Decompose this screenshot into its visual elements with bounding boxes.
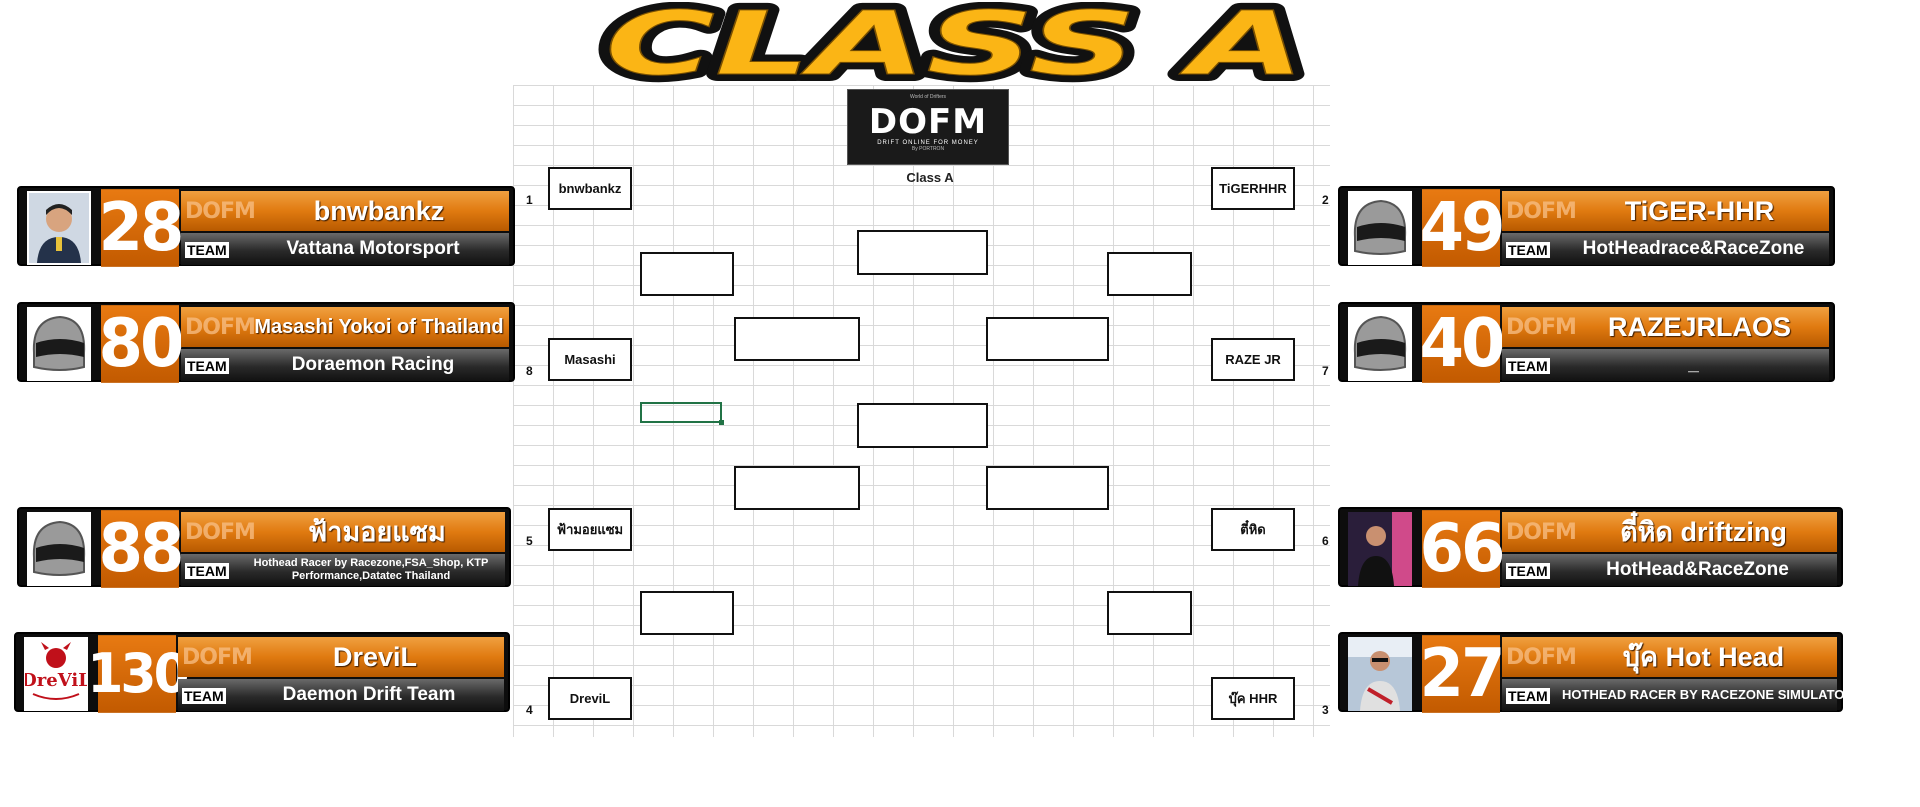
logo-tagline: DRIFT ONLINE FOR MONEY	[877, 140, 979, 146]
seed-number: 7	[1322, 364, 1329, 378]
bracket-slot-left-2[interactable]: Masashi	[548, 338, 632, 381]
seed-number: 5	[526, 534, 533, 548]
brand-label: DOFM	[1506, 315, 1577, 340]
team-label: TEAM	[185, 563, 229, 579]
driver-number: 40	[1419, 305, 1506, 383]
team-name: Vattana Motorsport	[286, 238, 460, 259]
team-name: HotHeadrace&RaceZone	[1582, 238, 1805, 259]
bracket-empty-slot[interactable]	[1107, 591, 1192, 635]
bracket-empty-slot[interactable]	[986, 317, 1109, 361]
brand-label: DOFM	[182, 645, 253, 670]
driver-card: DreViL 130 DOFM DreviL TEAM Daemon Drift T…	[14, 632, 510, 713]
driver-name: bnwbankz	[313, 196, 445, 226]
bracket-slot-right-1[interactable]: TiGERHHR	[1211, 167, 1295, 210]
team-name: Hothead Racer by Racezone,FSA_Shop, KTP …	[253, 557, 489, 582]
driver-name: บุ๊ค Hot Head	[1622, 642, 1785, 672]
selected-cell[interactable]	[640, 402, 724, 425]
photo-person-icon	[1348, 637, 1412, 711]
seed-number: 4	[526, 703, 533, 717]
class-title: CLASS A CLASS A	[590, 0, 1320, 102]
brand-label: DOFM	[1506, 520, 1577, 545]
team-label: TEAM	[182, 688, 226, 704]
bracket-slot-right-2[interactable]: RAZE JR	[1211, 338, 1295, 381]
bracket-slot-left-1[interactable]: bnwbankz	[548, 167, 632, 210]
class-caption: Class A	[906, 170, 954, 185]
team-name: _	[1688, 354, 1699, 375]
helmet-icon	[27, 512, 91, 586]
svg-text:CLASS A: CLASS A	[605, 2, 1305, 88]
seed-number: 3	[1322, 703, 1329, 717]
photo-person-icon	[1348, 512, 1412, 586]
driver-name: TiGER-HHR	[1624, 196, 1775, 226]
team-label: TEAM	[1506, 358, 1550, 374]
logo-by: By PORTRON	[911, 146, 945, 152]
brand-label: DOFM	[185, 315, 256, 340]
bracket-empty-slot[interactable]	[857, 230, 988, 275]
photo-person-icon	[27, 191, 91, 265]
driver-name: DreviL	[332, 642, 418, 672]
bracket-empty-slot[interactable]	[734, 317, 860, 361]
bracket-slot-right-3[interactable]: ตี๋หิด	[1211, 508, 1295, 551]
driver-card: 28 DOFM bnwbankz TEAM Vattana Motorsport	[17, 186, 515, 267]
brand-label: DOFM	[1506, 199, 1577, 224]
bracket-empty-slot[interactable]	[1107, 252, 1192, 296]
bracket-empty-slot[interactable]	[640, 252, 734, 296]
logo-wordmark: DOFM	[868, 102, 988, 142]
helmet-icon	[1348, 191, 1412, 265]
driver-card: 40 DOFM RAZEJRLAOS TEAM _	[1338, 302, 1835, 383]
bracket-slot-left-3[interactable]: ฟ้ามอยแซม	[548, 508, 632, 551]
driver-name: Masashi Yokoi of Thailand	[254, 316, 504, 338]
team-name: HotHead&RaceZone	[1606, 559, 1789, 580]
svg-text:CLASS A: CLASS A	[605, 2, 1305, 88]
seed-number: 1	[526, 193, 533, 207]
helmet-icon	[27, 307, 91, 381]
driver-number: 49	[1419, 189, 1506, 267]
driver-card: 27 DOFM บุ๊ค Hot Head TEAM HOTHEAD RACER B…	[1338, 632, 1854, 713]
seed-number: 8	[526, 364, 533, 378]
brand-label: DOFM	[185, 199, 256, 224]
team-label: TEAM	[1506, 688, 1550, 704]
team-name: Doraemon Racing	[291, 354, 455, 375]
bracket-empty-slot[interactable]	[857, 403, 988, 448]
dofm-logo: World of Drifters DOFM DRIFT ONLINE FOR …	[847, 89, 1009, 165]
brand-label: DOFM	[185, 520, 256, 545]
bracket-empty-slot[interactable]	[986, 466, 1109, 510]
driver-number: 80	[98, 305, 185, 383]
bracket-slot-right-4[interactable]: บุ๊ค HHR	[1211, 677, 1295, 720]
driver-number: 130	[87, 635, 190, 713]
team-label: TEAM	[185, 358, 229, 374]
driver-number: 66	[1419, 510, 1506, 588]
bracket-empty-slot[interactable]	[640, 591, 734, 635]
brand-label: DOFM	[1506, 645, 1577, 670]
team-label: TEAM	[1506, 563, 1550, 579]
svg-text:DreViL: DreViL	[25, 670, 87, 691]
bracket-empty-slot[interactable]	[734, 466, 860, 510]
driver-name: RAZEJRLAOS	[1607, 312, 1791, 342]
driver-number: 88	[98, 510, 185, 588]
bracket-slot-left-4[interactable]: DreviL	[548, 677, 632, 720]
driver-number: 28	[98, 189, 185, 267]
team-label: TEAM	[185, 242, 229, 258]
seed-number: 6	[1322, 534, 1329, 548]
driver-name: ฟ้ามอยแซม	[308, 517, 446, 547]
driver-card: 49 DOFM TiGER-HHR TEAM HotHeadrace&RaceZon…	[1338, 186, 1835, 267]
helmet-icon	[1348, 307, 1412, 381]
devil-logo-icon: DreViL	[24, 637, 88, 711]
seed-number: 2	[1322, 193, 1329, 207]
logo-subtitle: World of Drifters	[909, 94, 947, 100]
team-name: HOTHEAD RACER BY RACEZONE SIMULATOR	[1562, 687, 1854, 702]
team-name: Daemon Drift Team	[282, 684, 456, 705]
driver-card: 66 DOFM ตี๋หิด driftzing TEAM HotHead&Race…	[1338, 507, 1843, 588]
driver-card: 88 DOFM ฟ้ามอยแซม TEAM Hothead Racer by Ra…	[17, 507, 511, 588]
driver-number: 27	[1419, 635, 1506, 713]
team-label: TEAM	[1506, 242, 1550, 258]
driver-name: ตี๋หิด driftzing	[1620, 517, 1787, 547]
